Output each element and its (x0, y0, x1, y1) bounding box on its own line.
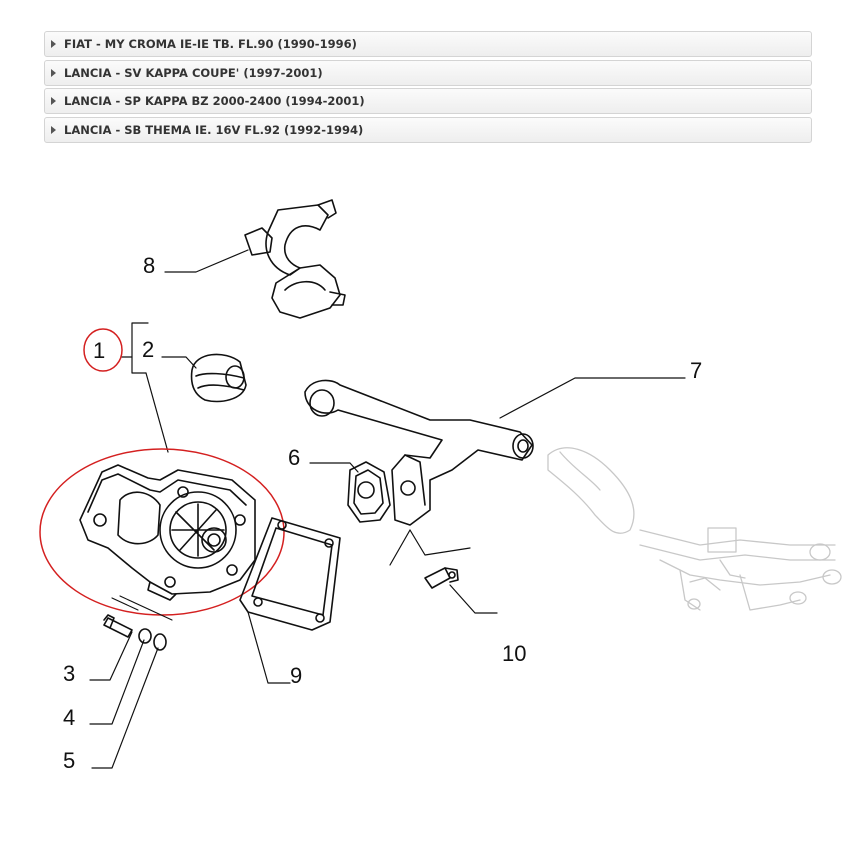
callout-3: 3 (63, 661, 75, 686)
caret-right-icon (51, 40, 56, 48)
callout-2: 2 (142, 337, 154, 362)
highlight-circle (83, 328, 123, 372)
caret-right-icon (51, 68, 56, 77)
callout-4: 4 (63, 705, 75, 730)
application-label: LANCIA - SB THEMA IE. 16V FL.92 (1992-19… (64, 122, 364, 137)
gasket-part-6 (347, 461, 391, 523)
pump-housing-part-1 (79, 464, 256, 601)
application-row-lancia-thema[interactable]: LANCIA - SB THEMA IE. 16V FL.92 (1992-19… (44, 116, 812, 143)
background-assembly (547, 447, 842, 611)
highlight-ellipse (39, 448, 285, 616)
bolt-part-3 (103, 614, 133, 638)
callout-9: 9 (290, 663, 302, 688)
application-label: LANCIA - SV KAPPA COUPE' (1997-2001) (64, 65, 323, 80)
caret-right-icon (51, 125, 56, 134)
cap-part-2 (190, 353, 247, 403)
clamp-part-8 (244, 199, 346, 319)
application-label: LANCIA - SP KAPPA BZ 2000-2400 (1994-200… (64, 94, 365, 108)
gasket-part-9 (239, 517, 341, 631)
callout-1: 1 (93, 338, 105, 363)
application-label: FIAT - MY CROMA IE-IE TB. FL.90 (1990-19… (64, 37, 357, 51)
callout-5: 5 (63, 748, 75, 773)
callout-6: 6 (288, 445, 300, 470)
application-list: FIAT - MY CROMA IE-IE TB. FL.90 (1990-19… (44, 31, 812, 145)
application-row-lancia-kappa-coupe[interactable]: LANCIA - SV KAPPA COUPE' (1997-2001) (44, 59, 812, 86)
application-row-lancia-kappa-bz[interactable]: LANCIA - SP KAPPA BZ 2000-2400 (1994-200… (44, 88, 812, 114)
caret-right-icon (51, 97, 56, 105)
callout-7: 7 (690, 358, 702, 383)
bolt-part-10 (424, 567, 459, 589)
washer-part-5 (153, 633, 167, 651)
application-row-fiat-croma[interactable]: FIAT - MY CROMA IE-IE TB. FL.90 (1990-19… (44, 31, 812, 57)
callout-8: 8 (143, 253, 155, 278)
washer-part-4 (138, 628, 152, 644)
exploded-parts-diagram: 1 2 3 4 5 6 7 8 9 10 (39, 199, 842, 773)
water-pipe-part-7 (304, 379, 534, 526)
callout-10: 10 (502, 641, 526, 666)
